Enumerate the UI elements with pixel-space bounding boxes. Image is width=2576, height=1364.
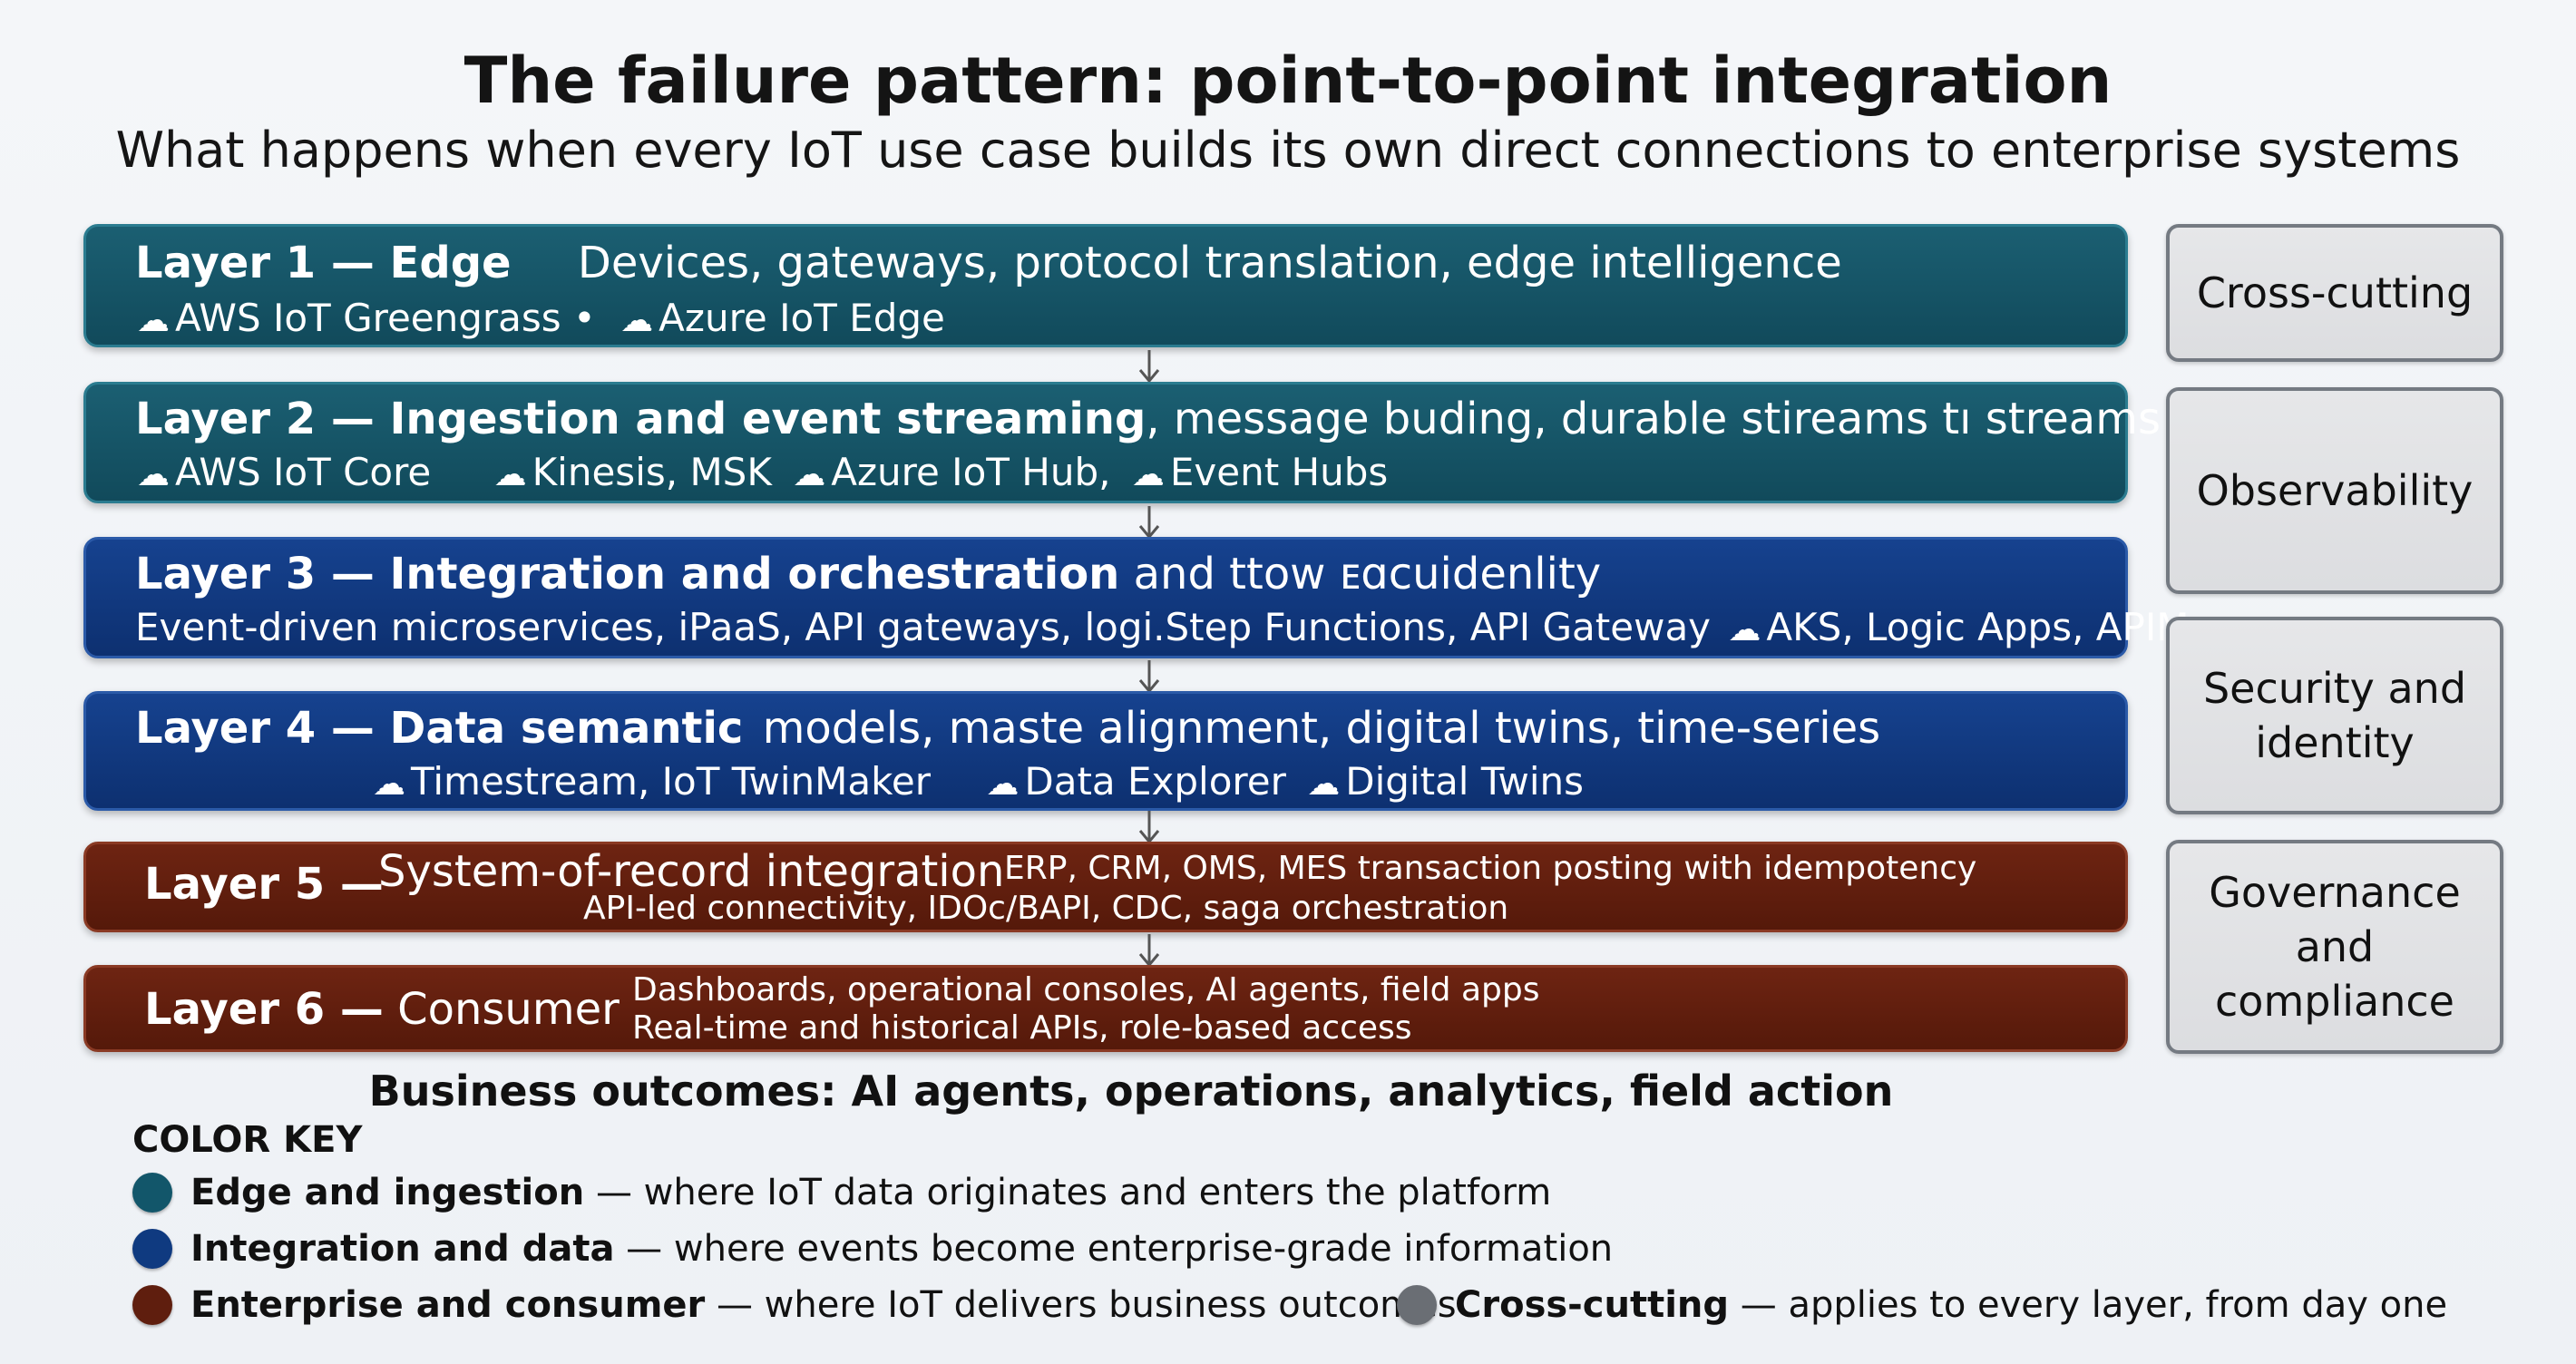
arrow-down-icon: [1136, 809, 1163, 845]
layer-2-description: , message buding, durable stireams tı st…: [1146, 394, 2161, 444]
brown-swatch: [132, 1285, 172, 1325]
key-description: — applies to every layer, from day one: [1740, 1284, 2448, 1326]
observability-label: Observability: [2196, 466, 2474, 515]
layer-3-heading: Layer 3 — Integration and orchestration: [135, 549, 1120, 599]
key-label: Enterprise and consumer: [190, 1284, 706, 1326]
arrow-down-icon: [1136, 348, 1163, 385]
layer-4-service: Digital Twins: [1345, 759, 1585, 804]
blue-swatch: [132, 1229, 172, 1269]
key-description: — where events become enterprise-grade i…: [626, 1228, 1614, 1270]
cloud-icon: ☁: [620, 302, 654, 339]
layer-5-detail: API-led connectivity, IDOc/BAPI, CDC, sa…: [583, 890, 1509, 927]
key-description: — where IoT data originates and enters t…: [595, 1172, 1552, 1213]
security-identity-label: Security and identity: [2202, 664, 2467, 767]
layer-3-description: and ttow ᴇɑcuidenlity: [1133, 549, 1602, 599]
layer-2-heading: Layer 2 — Ingestion and event streaming: [135, 394, 1147, 444]
color-key-item: Cross-cutting — applies to every layer, …: [1397, 1284, 2447, 1326]
color-key-title: COLOR KEY: [132, 1119, 363, 1161]
layer-6-detail: Dashboards, operational consoles, AI age…: [632, 971, 1540, 1008]
arrow-down-icon: [1136, 504, 1163, 541]
layer-1-edge: Layer 1 — Edge Devices, gateways, protoc…: [83, 224, 2128, 347]
teal-swatch: [132, 1173, 172, 1213]
cloud-icon: ☁: [137, 302, 170, 339]
layer-5-system-of-record: Layer 5 — System-of-record integration E…: [83, 842, 2128, 932]
security-identity-box: Security and identity: [2166, 617, 2503, 814]
layer-5-description: System-of-record integration: [378, 846, 1005, 897]
observability-box: Observability: [2166, 387, 2503, 594]
layer-2-ingestion: Layer 2 — Ingestion and event streaming,…: [83, 382, 2161, 503]
layer-6-heading: Layer 6 —: [144, 984, 384, 1035]
layer-1-description: Devices, gateways, protocol translation,…: [577, 238, 1842, 288]
layer-6-detail: Real-time and historical APIs, role-base…: [632, 1009, 1412, 1047]
layer-4-service: Data Explorer: [1024, 759, 1286, 804]
layer-2-service: Azure IoT Hub,: [831, 450, 1111, 494]
color-key-item: Enterprise and consumer — where IoT deli…: [132, 1284, 1457, 1326]
layer-1-service: AWS IoT Greengrass •: [175, 296, 596, 340]
cloud-icon: ☁: [493, 456, 527, 493]
layer-4-description: models, maste alignment, digital twins, …: [762, 703, 1881, 754]
gray-swatch: [1397, 1285, 1437, 1325]
diagram-title: The failure pattern: point-to-point inte…: [463, 44, 2113, 118]
arrow-down-icon: [1136, 932, 1163, 969]
cross-cutting-box: Cross-cutting: [2166, 224, 2503, 362]
layer-1-heading: Layer 1 — Edge: [135, 238, 512, 288]
layer-5-heading: Layer 5 —: [144, 859, 384, 910]
layer-1-service: Azure IoT Edge: [659, 296, 945, 340]
layer-6-consumer: Layer 6 — Consumer Dashboards, operation…: [83, 965, 2128, 1052]
arrow-down-icon: [1136, 658, 1163, 695]
layer-4-service: Timestream, IoT TwinMaker: [411, 759, 932, 804]
layer-3-detail: Event-driven microservices, iPaaS, API g…: [135, 605, 1712, 649]
cloud-icon: ☁: [1728, 611, 1761, 648]
layer-4-heading: Layer 4 — Data semantic: [135, 703, 744, 754]
cloud-icon: ☁: [1131, 456, 1165, 493]
layer-2-service: AWS IoT Core: [175, 450, 432, 494]
diagram-subtitle: What happens when every IoT use case bui…: [115, 122, 2461, 179]
cloud-icon: ☁: [373, 765, 405, 803]
cloud-icon: ☁: [1307, 765, 1341, 803]
cloud-icon: ☁: [137, 456, 170, 493]
key-label: Integration and data: [190, 1228, 615, 1270]
governance-compliance-box: Governance and compliance: [2166, 840, 2503, 1054]
key-description: — where IoT delivers business outcomes: [716, 1284, 1457, 1326]
cross-cutting-label: Cross-cutting: [2196, 268, 2474, 317]
business-outcomes: Business outcomes: AI agents, operations…: [368, 1067, 1894, 1116]
layer-2-service: Kinesis, MSK: [532, 450, 772, 494]
cloud-icon: ☁: [793, 456, 826, 493]
governance-compliance-label: Governance and compliance: [2209, 868, 2461, 1026]
color-key-item: Edge and ingestion — where IoT data orig…: [132, 1172, 1551, 1213]
layer-6-description: Consumer: [397, 984, 620, 1035]
key-label: Cross-cutting: [1455, 1284, 1730, 1326]
color-key-item: Integration and data — where events beco…: [132, 1228, 1613, 1270]
layer-2-service: Event Hubs: [1169, 450, 1389, 494]
layer-3-service: AKS, Logic Apps, APIM: [1766, 605, 2190, 649]
key-label: Edge and ingestion: [190, 1172, 585, 1213]
layer-5-detail: ERP, CRM, OMS, MES transaction posting w…: [1004, 850, 1977, 887]
layer-3-integration: Layer 3 — Integration and orchestration …: [83, 537, 2190, 658]
cloud-icon: ☁: [986, 765, 1020, 803]
layer-4-data: Layer 4 — Data semantic models, maste al…: [83, 691, 2128, 811]
